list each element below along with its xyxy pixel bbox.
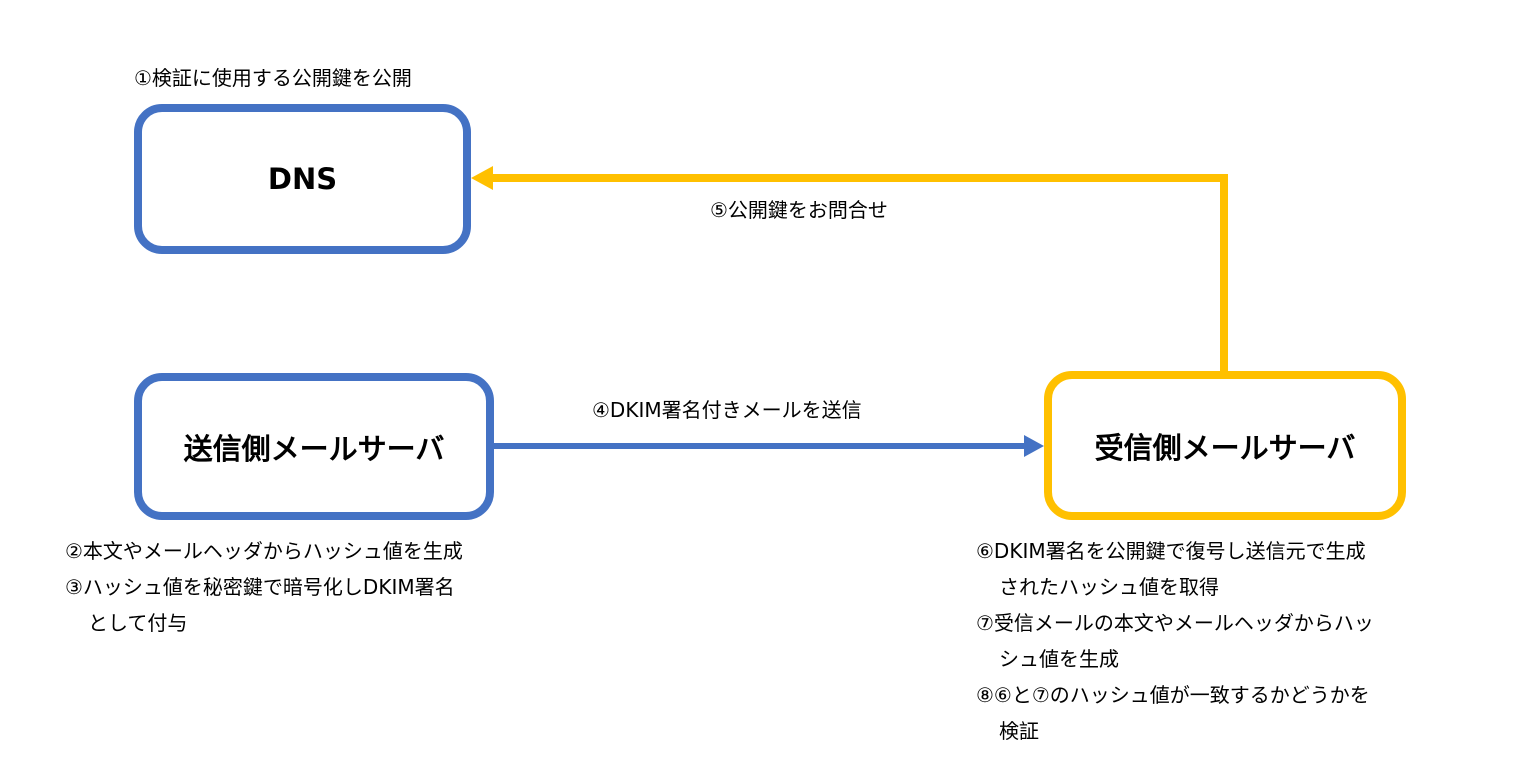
send-arrowhead	[1024, 435, 1044, 457]
receiver-step-7-cont: シュ値を生成	[999, 647, 1119, 671]
receiver-steps: ⑥DKIM署名を公開鍵で復号し送信元で生成 されたハッシュ値を取得 ⑦受信メール…	[976, 533, 1374, 749]
receiver-step-6-cont: されたハッシュ値を取得	[999, 575, 1219, 599]
receiver-step-6: ⑥DKIM署名を公開鍵で復号し送信元で生成	[976, 539, 1366, 563]
query-arrowhead	[471, 166, 493, 190]
query-connector-line	[490, 174, 1228, 371]
receiver-step-8: ⑧⑥と⑦のハッシュ値が一致するかどうかを	[976, 683, 1370, 707]
sender-server-box: 送信側メールサーバ	[134, 373, 494, 520]
publish-key-label: ①検証に使用する公開鍵を公開	[134, 66, 412, 90]
sender-steps: ②本文やメールヘッダからハッシュ値を生成 ③ハッシュ値を秘密鍵で暗号化しDKIM…	[65, 533, 463, 641]
sender-step-2: ②本文やメールヘッダからハッシュ値を生成	[65, 539, 463, 563]
dns-box-label: DNS	[267, 162, 338, 196]
receiver-server-box: 受信側メールサーバ	[1044, 371, 1406, 520]
dns-box: DNS	[134, 104, 471, 254]
sender-step-3: ③ハッシュ値を秘密鍵で暗号化しDKIM署名	[65, 575, 455, 599]
receiver-server-label: 受信側メールサーバ	[1094, 430, 1356, 465]
sender-step-3-cont: として付与	[88, 611, 188, 635]
query-key-label: ⑤公開鍵をお問合せ	[710, 198, 888, 222]
sender-server-label: 送信側メールサーバ	[183, 431, 445, 466]
receiver-step-7: ⑦受信メールの本文やメールヘッダからハッ	[976, 611, 1374, 635]
send-mail-label: ④DKIM署名付きメールを送信	[592, 398, 862, 422]
receiver-step-8-cont: 検証	[999, 719, 1039, 743]
